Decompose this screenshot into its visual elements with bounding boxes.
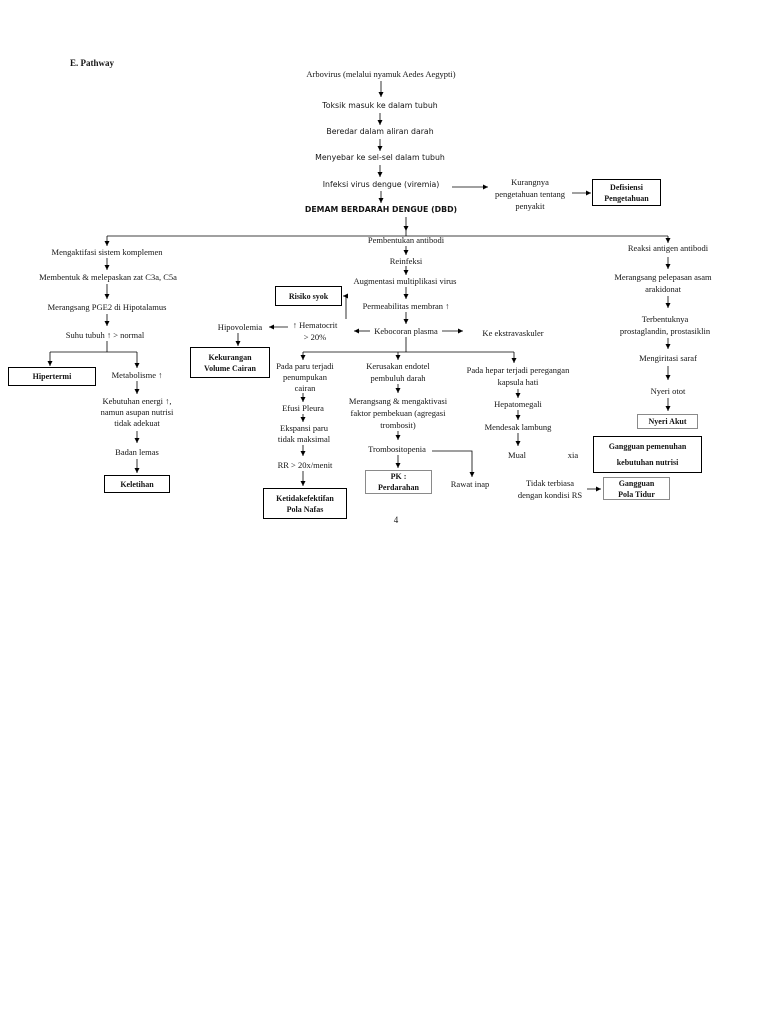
node-line: Kerusakan endotel [366,361,430,371]
node-tidak-terbiasa: Tidak terbiasa dengan kondisi RS [518,477,582,501]
node-ekstravaskuler: Ke ekstravaskuler [482,328,544,338]
node-line: Terbentuknya [641,314,689,324]
node-kerusakan-endotel: Kerusakan endotel pembuluh darah [366,360,430,384]
node-line: Merangsang & mengaktivasi [348,396,448,406]
diagnosis-box-gangguan-pola-tidur: Gangguan Pola Tidur [603,477,670,500]
node-pge2: Merangsang PGE2 di Hipotalamus [47,302,167,312]
diagnosis-box-gangguan-nutrisi: Gangguan pemenuhan kebutuhan nutrisi [593,436,702,473]
diagnosis-box-hipertermi: Hipertermi [8,367,96,386]
node-line: pembuluh darah [370,373,426,383]
node-line: cairan [294,383,316,393]
node-rawat-inap: Rawat inap [450,479,490,489]
node-hipovolemia: Hipovolemia [217,322,263,332]
node-line: penyakit [515,201,545,211]
node-line: tidak adekuat [114,418,160,428]
node-line: penumpukan [283,372,327,382]
node-line: trombosit) [380,420,416,430]
node-line: Pada paru terjadi [276,361,334,371]
node-line: Kebutuhan energi ↑, [102,396,172,406]
section-heading: E. Pathway [70,58,115,68]
node-line: Pada hepar terjadi peregangan [466,365,570,375]
node-dbd-title: DEMAM BERDARAH DENGUE (DBD) [304,205,458,214]
box-line: Gangguan [618,478,655,488]
node-line: Tidak terbiasa [525,478,575,488]
node-reinfeksi: Reinfeksi [389,256,423,266]
node-mendesak-lambung: Mendesak lambung [484,422,552,432]
node-line: namun asupan nutrisi [100,407,174,417]
diagnosis-box-pk-perdarahan: PK : Perdarahan [365,470,432,494]
node-line: tidak maksimal [277,434,331,444]
node-arbovirus: Arbovirus (melalui nyamuk Aedes Aegypti) [306,69,456,79]
node-line: faktor pembekuan (agregasi [350,408,446,418]
box-line: Pola Nafas [286,504,324,514]
node-efusi-pleura: Efusi Pleura [282,403,324,413]
node-augmentasi: Augmentasi multiplikasi virus [353,276,457,286]
diagnosis-box-kekurangan-volume-cairan: Kekurangan Volume Cairan [190,347,270,378]
node-line: ↑ Hematocrit [292,320,338,330]
node-kurangnya-pengetahuan: Kurangnya pengetahuan tentang penyakit [495,176,565,212]
node-line: pengetahuan tentang [494,189,566,199]
page-number: 4 [393,515,399,525]
box-line: Defisiensi [610,182,643,192]
node-pembentukan-antibodi: Pembentukan antibodi [367,235,445,245]
box-line: Pengetahuan [604,193,649,203]
node-c3a-c5a: Membentuk & melepaskan zat C3a, C5a [39,272,177,282]
node-line: dengan kondisi RS [517,490,583,500]
diagnosis-box-risiko-syok: Risiko syok [275,286,342,306]
node-menyebar: Menyebar ke sel-sel dalam tubuh [315,153,445,162]
node-kebocoran-plasma: Kebocoran plasma [374,326,438,336]
diagnosis-box-defisiensi-pengetahuan: Defisiensi Pengetahuan [592,179,661,206]
node-mengiritasi-saraf: Mengiritasi saraf [639,353,697,363]
node-metabolisme: Metabolisme ↑ [111,370,163,380]
node-beredar: Beredar dalam aliran darah [326,127,434,136]
node-line: > 20% [303,332,327,342]
node-ekspansi-paru: Ekspansi paru tidak maksimal [278,423,330,445]
node-trombositopenia: Trombositopenia [368,444,426,454]
box-line: Ketidakefektifan [276,493,334,503]
node-badan-lemas: Badan lemas [115,447,159,457]
diagnosis-box-keletihan: Keletihan [104,475,170,493]
node-line: Ekspansi paru [280,423,328,433]
diagnosis-box-ketidakefektifan-pola-nafas: Ketidakefektifan Pola Nafas [263,488,347,519]
node-line: arakidonat [645,284,681,294]
node-mual: Mual [508,450,526,460]
node-nyeri-otot: Nyeri otot [650,386,686,396]
node-line: Merangsang pelepasan asam [614,272,712,282]
node-suhu-tubuh: Suhu tubuh ↑ > normal [65,330,145,340]
box-line: Kekurangan [208,352,252,362]
box-line: PK : [390,472,407,481]
node-toksik: Toksik masuk ke dalam tubuh [322,101,438,110]
flow-arrow [343,293,348,319]
node-hematocrit: ↑ Hematocrit > 20% [293,319,338,343]
node-line: Kurangnya [511,177,549,187]
node-paru-penumpukan-cairan: Pada paru terjadi penumpukan cairan [276,361,334,394]
node-hepatomegali: Hepatomegali [494,399,542,409]
node-prostaglandin: Terbentuknya prostaglandin, prostasiklin [620,313,710,337]
flow-arrow [432,450,475,477]
box-line: Perdarahan [378,483,419,492]
diagnosis-box-nyeri-akut: Nyeri Akut [637,414,698,429]
box-line: kebutuhan nutrisi [616,458,679,467]
node-faktor-pembekuan: Merangsang & mengaktivasi faktor pembeku… [349,395,447,431]
node-permeabilitas: Permeabilitas membran ↑ [362,301,450,311]
box-line: Volume Cairan [204,363,256,373]
node-mual-tail: xia [567,450,579,460]
node-rr: RR > 20x/menit [277,460,333,470]
node-kebutuhan-energi: Kebutuhan energi ↑, namun asupan nutrisi… [101,396,174,429]
node-line: kapsula hati [497,377,539,387]
node-komplemen: Mengaktifasi sistem komplemen [51,247,163,257]
node-reaksi-antigen: Reaksi antigen antibodi [627,243,709,253]
node-line: prostaglandin, prostasiklin [619,326,711,336]
box-line: Gangguan pemenuhan [608,442,687,451]
node-asam-arakidonat: Merangsang pelepasan asam arakidonat [614,271,711,295]
node-infeksi: Infeksi virus dengue (viremia) [322,180,440,189]
box-line: Pola Tidur [618,489,655,499]
node-peregangan-kapsula-hati: Pada hepar terjadi peregangan kapsula ha… [467,364,570,388]
